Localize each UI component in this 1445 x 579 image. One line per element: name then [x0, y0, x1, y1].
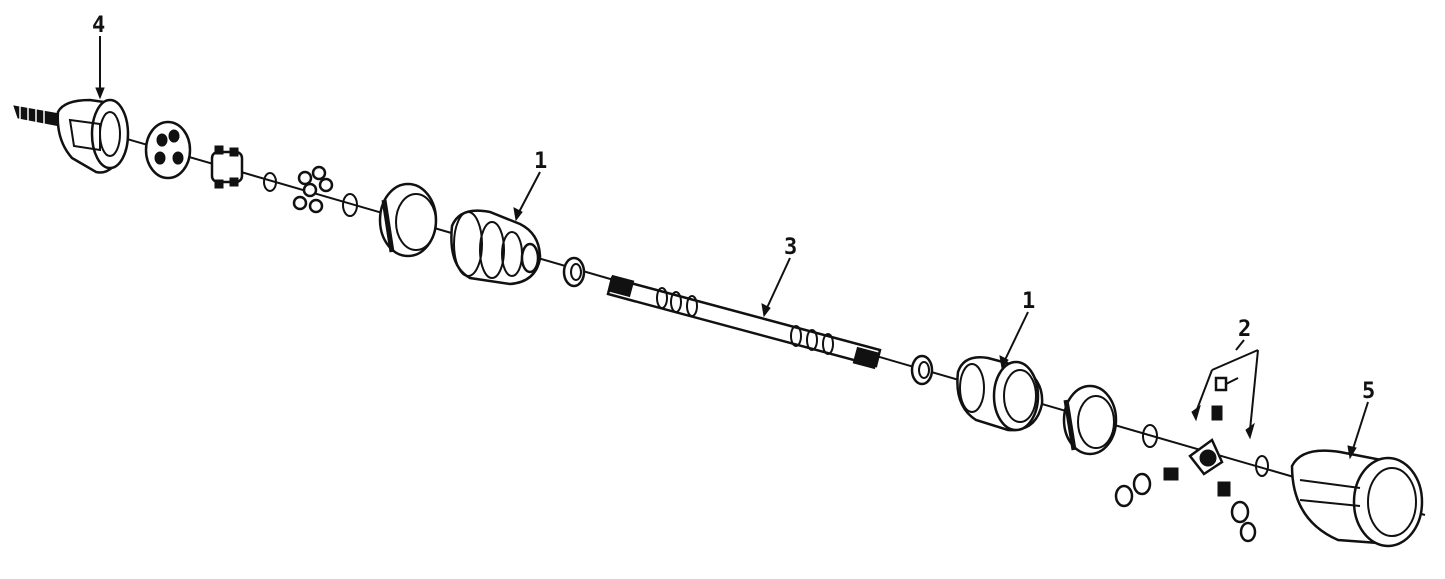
- small-clamp-left: [562, 256, 586, 288]
- cv-boot-right: [956, 356, 1044, 432]
- retaining-ring: [342, 193, 358, 217]
- callout-5: 5: [1362, 379, 1375, 404]
- boot-clamp-left: [378, 182, 438, 258]
- half-shaft: [606, 274, 882, 370]
- snap-ring-right: [1255, 455, 1269, 477]
- cv-cage: [144, 120, 192, 180]
- callout-1-right: 1: [1022, 289, 1035, 314]
- callout-leaders: [95, 36, 1369, 460]
- inner-joint-housing: [1290, 449, 1424, 548]
- small-clamp-right: [910, 354, 934, 386]
- inner-race: [210, 145, 244, 189]
- cv-balls: [292, 165, 334, 214]
- callout-1-left: 1: [534, 149, 547, 174]
- retaining-ring-right: [1142, 424, 1158, 448]
- snap-ring-outer: [263, 172, 277, 192]
- cv-boot-left: [450, 209, 542, 286]
- callout-4: 4: [92, 13, 105, 38]
- tripod-assembly: [1114, 349, 1259, 543]
- callout-2: 2: [1238, 317, 1251, 342]
- boot-clamp-right: [1062, 384, 1118, 456]
- outer-cv-joint: [13, 98, 130, 174]
- callout-3: 3: [784, 235, 797, 260]
